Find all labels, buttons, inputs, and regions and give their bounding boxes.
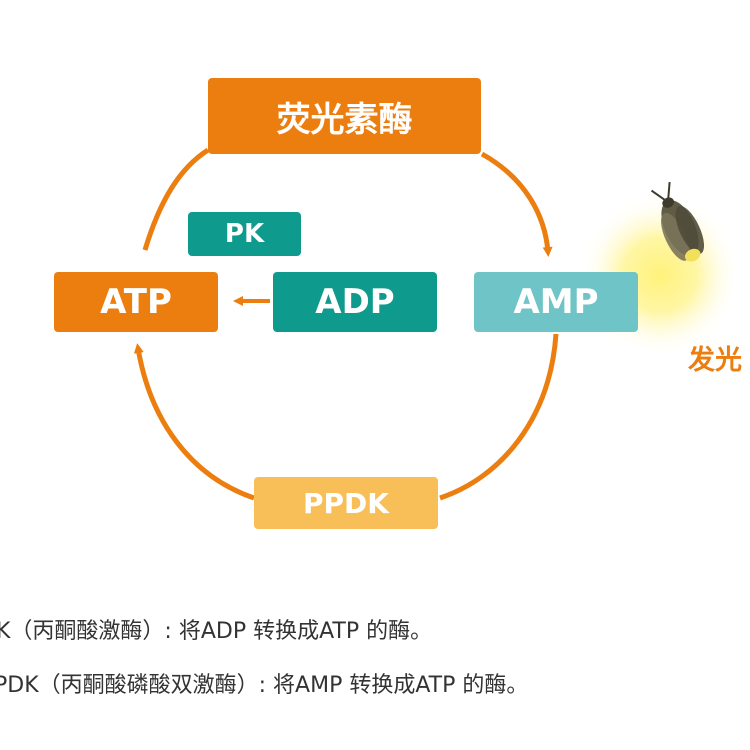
arrow-amp-to-ppdk bbox=[439, 333, 559, 501]
node-ppdk: PPDK bbox=[254, 477, 438, 529]
note-pk: K（丙酮酸激酶）: 将ADP 转换成ATP 的酶。 bbox=[0, 619, 433, 644]
node-ppdk-label: PPDK bbox=[303, 486, 389, 520]
node-pk-label: PK bbox=[224, 219, 265, 249]
node-pk: PK bbox=[188, 212, 301, 256]
node-adp-label: ADP bbox=[315, 282, 395, 322]
arrow-luciferase-to-amp bbox=[480, 151, 553, 257]
note-ppdk: PDK（丙酮酸磷酸双激酶）: 将AMP 转换成ATP 的酶。 bbox=[0, 673, 529, 698]
node-luciferase: 荧光素酶 bbox=[208, 78, 481, 154]
node-atp-label: ATP bbox=[100, 282, 172, 322]
node-adp: ADP bbox=[273, 272, 437, 332]
arrow-atp-to-luciferase bbox=[142, 147, 210, 251]
node-atp: ATP bbox=[54, 272, 218, 332]
arrow-ppdk-to-atp bbox=[133, 343, 255, 501]
node-amp: AMP bbox=[474, 272, 638, 332]
node-luciferase-label: 荧光素酶 bbox=[276, 99, 413, 140]
node-amp-label: AMP bbox=[513, 282, 599, 322]
glow-label: 发光 bbox=[688, 345, 742, 376]
firefly-icon bbox=[650, 182, 705, 262]
